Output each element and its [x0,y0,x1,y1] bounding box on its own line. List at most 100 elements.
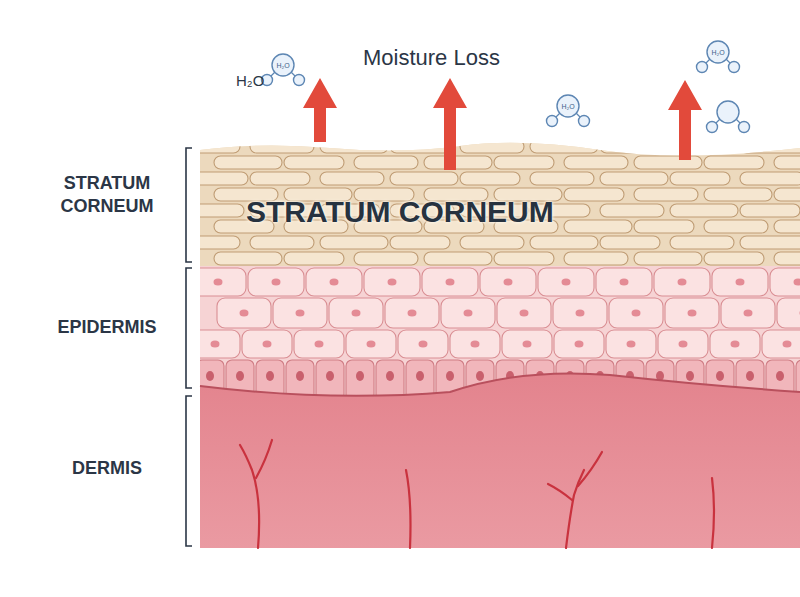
oxygen-atom [272,54,294,76]
corneocyte [180,140,240,153]
water-molecule [697,41,740,73]
corneocyte [214,156,282,169]
layer-label: EPIDERMIS [36,316,178,339]
keratinocyte [762,330,800,358]
corneocyte [460,140,524,153]
corneocyte [494,252,554,265]
corneocyte [740,172,800,185]
basal-cell [226,360,254,400]
molecule-text: H₂O [561,103,574,110]
basement-membrane [200,373,800,395]
keratinocyte [712,268,768,296]
cell-nucleus [464,310,473,317]
cell-nucleus [272,279,281,286]
corneocyte [774,156,800,169]
up-arrow [433,78,467,170]
cell-nucleus [266,371,274,381]
corneocyte [424,252,492,265]
keratinocyte [306,268,362,296]
bracket [186,148,192,262]
epidermis-layer [200,262,800,402]
cell-nucleus [416,371,424,381]
cell-nucleus [506,371,514,381]
moisture-arrows [303,78,702,170]
corneocyte [180,236,240,249]
cell-nucleus [746,371,754,381]
corneocyte [390,140,450,153]
keratinocyte [654,268,710,296]
corneocyte [284,252,344,265]
corneocytes [180,140,800,265]
keratinocyte [596,268,652,296]
corneocyte [460,236,524,249]
cell-nucleus [471,341,480,348]
corneocyte [530,140,598,153]
cell-nucleus [408,310,417,317]
basal-cell [316,360,344,400]
corneocyte [564,252,628,265]
corneocyte [354,252,418,265]
layer-band: STRATUM CORNEUM [200,145,800,265]
corneocyte [740,140,800,153]
cell-nucleus [520,310,529,317]
basal-cell [706,360,734,400]
keratinocyte [554,330,604,358]
keratinocyte [609,298,663,328]
cell-nucleus [678,279,687,286]
corneocyte [424,156,492,169]
cell-nucleus [386,371,394,381]
basal-cell [466,360,494,400]
cell-nucleus [686,371,694,381]
corneocyte [180,204,244,217]
cell-nucleus [356,371,364,381]
cell-nucleus [206,371,214,381]
basal-cell [346,360,374,400]
corneocyte [600,236,660,249]
corneocyte [740,236,800,249]
corneocyte [634,188,698,201]
cell-nucleus [263,341,272,348]
keratinocyte [248,268,304,296]
corneocyte [670,204,738,217]
corneocyte [390,236,450,249]
corneocyte [284,156,344,169]
molecule-text: H₂O [276,62,289,69]
corneocyte [250,140,314,153]
basal-cell [556,360,584,400]
blood-vessel [256,440,272,478]
corneocyte [180,172,248,185]
bracket [186,396,192,546]
corneocyte [390,172,458,185]
cell-nucleus [632,310,641,317]
dermis-layer [200,371,800,548]
cell-nucleus [794,279,800,286]
corneocyte [460,172,520,185]
basal-cell [766,360,794,400]
corneocyte [704,188,772,201]
basal-cell [736,360,764,400]
cell-nucleus [446,371,454,381]
up-arrow [668,80,702,160]
hydrogen-atom [579,116,590,127]
keratinocyte [770,268,800,296]
keratinocyte [658,330,708,358]
cell-nucleus [352,310,361,317]
cell-nucleus [576,310,585,317]
corneocyte [320,140,388,153]
cell-nucleus [388,279,397,286]
cell-nucleus [296,310,305,317]
blood-vessels [240,440,714,548]
blood-vessel [240,445,259,548]
corneocyte [530,172,594,185]
corneocyte [704,220,768,233]
keratinocyte [665,298,719,328]
keratinocyte [294,330,344,358]
keratinocyte [553,298,607,328]
cell-nucleus [596,371,604,381]
epidermis-cells [190,268,800,400]
stratum-corneum-layer [200,140,800,268]
molecule-text: H₂O [711,49,724,56]
cell-nucleus [627,341,636,348]
keratinocyte [385,298,439,328]
